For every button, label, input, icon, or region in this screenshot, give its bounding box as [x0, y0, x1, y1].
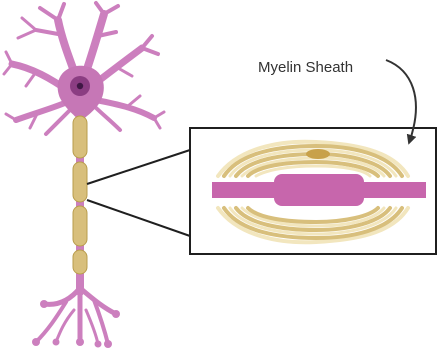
axon-terminals: [36, 288, 116, 344]
zoom-connectors: [87, 150, 190, 236]
myelin-segments: [73, 116, 87, 274]
nucleolus: [77, 83, 83, 89]
myelin-nucleus: [306, 149, 330, 159]
axon-bulge: [274, 174, 364, 206]
myelin-sheath-label: Myelin Sheath: [258, 59, 353, 76]
